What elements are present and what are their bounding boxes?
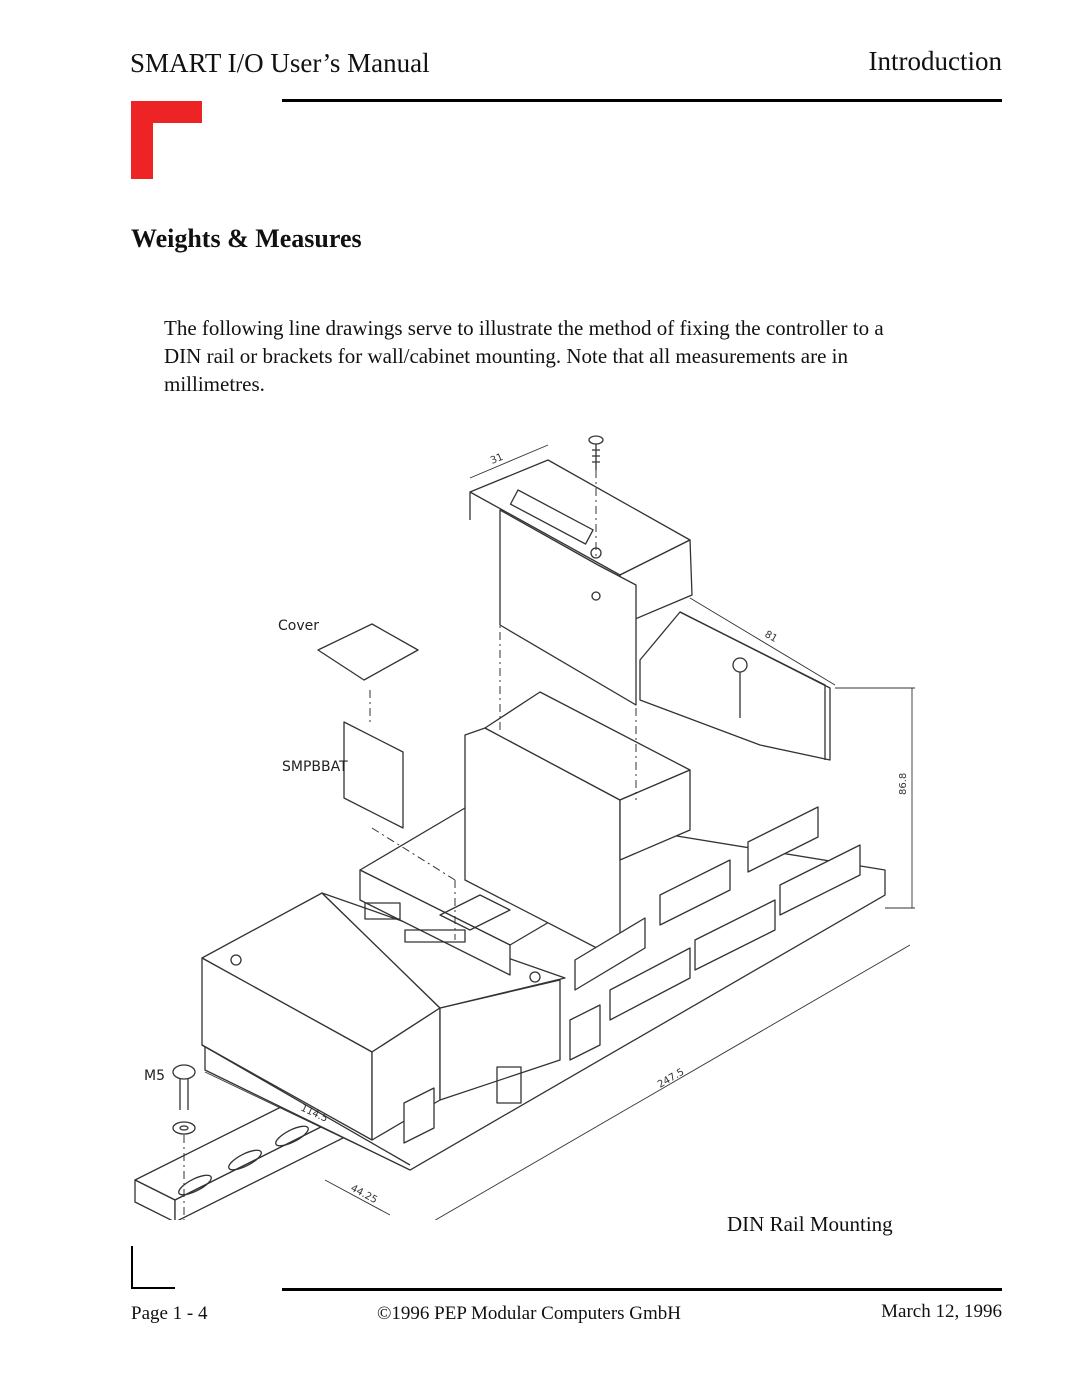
page-number: Page 1 - 4 bbox=[131, 1303, 208, 1324]
din-rail bbox=[134, 1094, 346, 1220]
smpbbat-label: SMPBBAT bbox=[282, 759, 348, 775]
dim-rail: 44.25 bbox=[349, 1183, 379, 1206]
footer-rule bbox=[282, 1288, 1002, 1291]
smpbbat-board bbox=[343, 721, 404, 829]
brand-corner-mark-vertical bbox=[131, 101, 153, 179]
dim-height: 86.8 bbox=[898, 773, 909, 795]
footer-corner-mark bbox=[131, 1246, 133, 1288]
body-paragraph: The following line drawings serve to ill… bbox=[164, 316, 884, 396]
dim-length: 247.5 bbox=[656, 1067, 686, 1091]
top-screw bbox=[588, 435, 604, 470]
manual-title: SMART I/O User’s Manual bbox=[130, 48, 430, 78]
rear-housing bbox=[464, 611, 831, 961]
figure-caption: DIN Rail Mounting bbox=[727, 1212, 893, 1236]
footer-corner-mark-horizontal bbox=[131, 1287, 175, 1289]
cover-label: Cover bbox=[278, 618, 319, 634]
m5-label: M5 bbox=[144, 1068, 165, 1084]
io-connectors bbox=[569, 806, 861, 1061]
m5-screw bbox=[172, 1064, 196, 1135]
copyright: ©1996 PEP Modular Computers GmbH bbox=[377, 1303, 682, 1324]
publish-date: March 12, 1996 bbox=[881, 1301, 1002, 1322]
section-title: Weights & Measures bbox=[131, 224, 362, 253]
section-name: Introduction bbox=[868, 46, 1002, 76]
header-rule bbox=[282, 99, 1002, 102]
dim-top-depth: 31 bbox=[489, 452, 505, 467]
cover-part bbox=[317, 623, 419, 681]
main-module bbox=[201, 892, 566, 1166]
din-rail-mounting-drawing: Cover SMPBBAT M5 31 81 86.8 247.5 114.5 … bbox=[134, 435, 915, 1220]
top-cover bbox=[469, 459, 693, 706]
